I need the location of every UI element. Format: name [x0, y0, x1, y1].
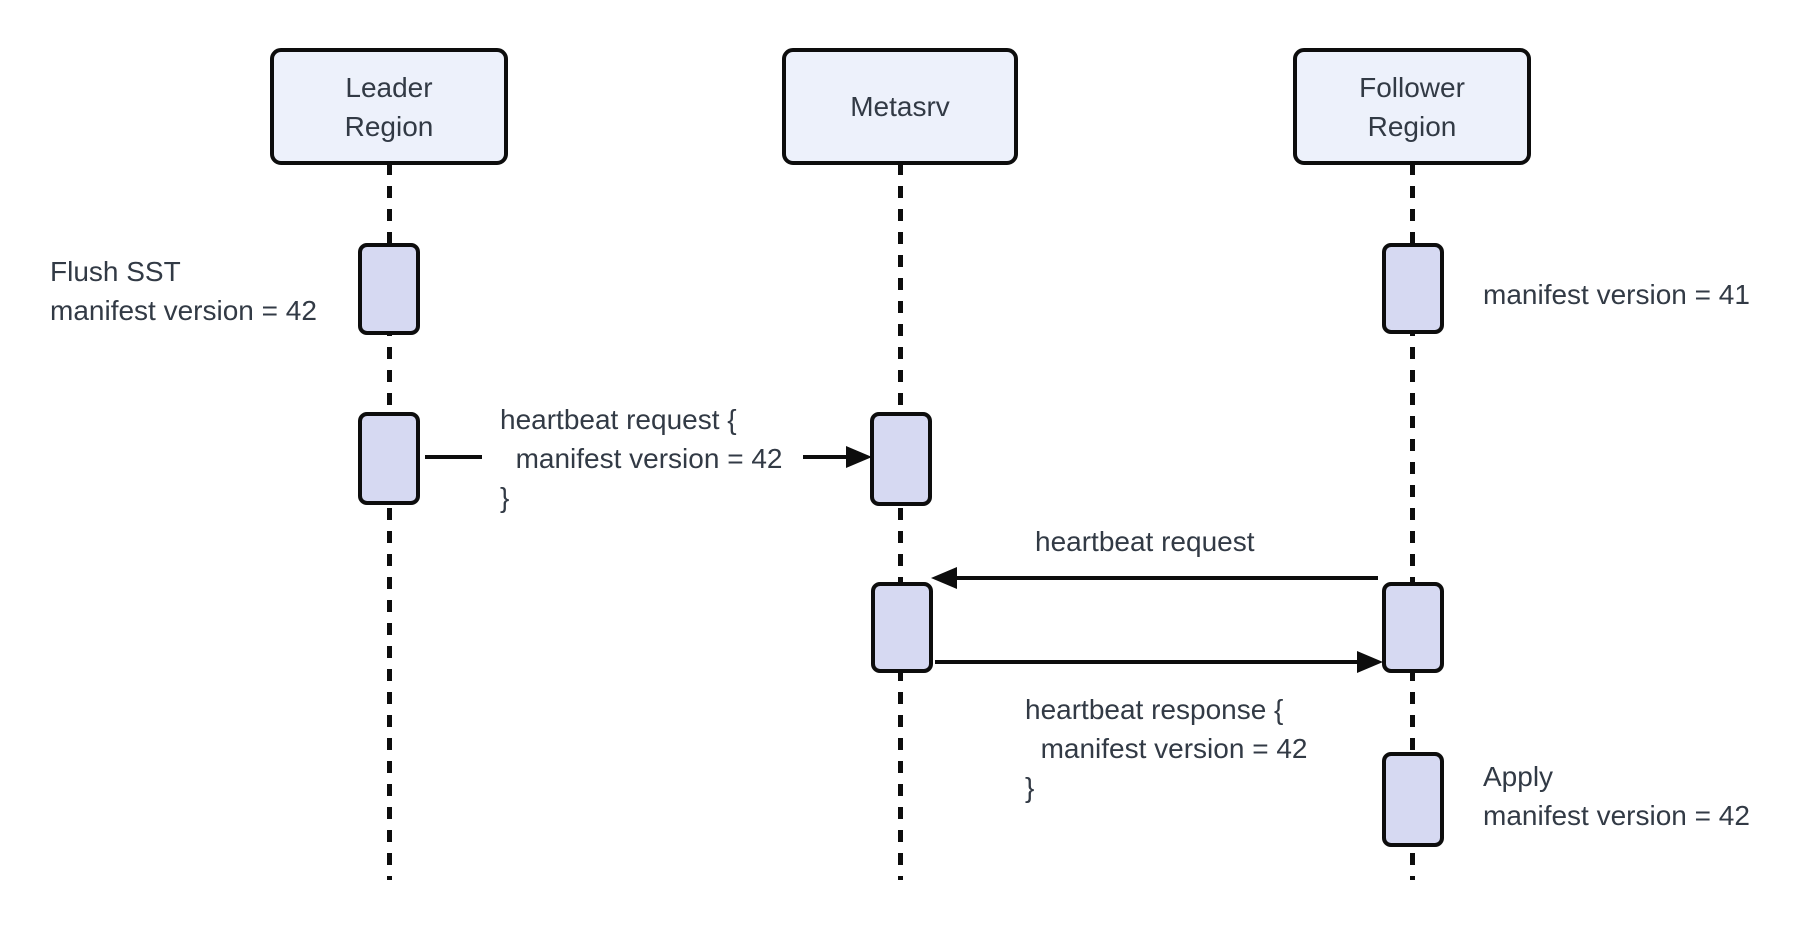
participant-follower-region-label: Follower Region [1359, 71, 1465, 142]
arrow-metasrv-to-follower-head-icon [1357, 651, 1383, 673]
lifeline-follower-region [1410, 163, 1415, 880]
participant-leader-region: Leader Region [270, 48, 508, 165]
activation-leader-heartbeat [358, 412, 420, 505]
activation-metasrv-exchange [871, 582, 933, 673]
arrow-follower-to-metasrv-head-icon [931, 567, 957, 589]
activation-follower-exchange [1382, 582, 1444, 673]
activation-metasrv-receive [870, 412, 932, 506]
participant-leader-region-label: Leader Region [344, 71, 434, 142]
arrow-metasrv-to-follower-line [935, 660, 1359, 664]
arrow-leader-to-metasrv-line-start [425, 455, 482, 459]
message-heartbeat-request-follower-label: heartbeat request [1035, 526, 1255, 557]
activation-follower-apply [1382, 752, 1444, 847]
participant-follower-region: Follower Region [1293, 48, 1531, 165]
note-manifest-version-41: manifest version = 41 [1483, 279, 1750, 310]
activation-follower-manifest41 [1382, 243, 1444, 334]
note-apply-manifest-42: Apply manifest version = 42 [1483, 761, 1750, 831]
arrow-leader-to-metasrv-line-end [803, 455, 853, 459]
activation-leader-flush [358, 243, 420, 335]
note-flush-sst: Flush SST manifest version = 42 [50, 256, 317, 326]
arrow-follower-to-metasrv-line [953, 576, 1378, 580]
participant-metasrv: Metasrv [782, 48, 1018, 165]
arrow-leader-to-metasrv-head-icon [846, 446, 872, 468]
lifeline-metasrv [898, 163, 903, 880]
participant-metasrv-label: Metasrv [850, 91, 950, 122]
message-heartbeat-request-leader-label: heartbeat request { manifest version = 4… [500, 404, 783, 513]
lifeline-leader-region [387, 163, 392, 880]
message-heartbeat-response-label: heartbeat response { manifest version = … [1025, 694, 1308, 803]
